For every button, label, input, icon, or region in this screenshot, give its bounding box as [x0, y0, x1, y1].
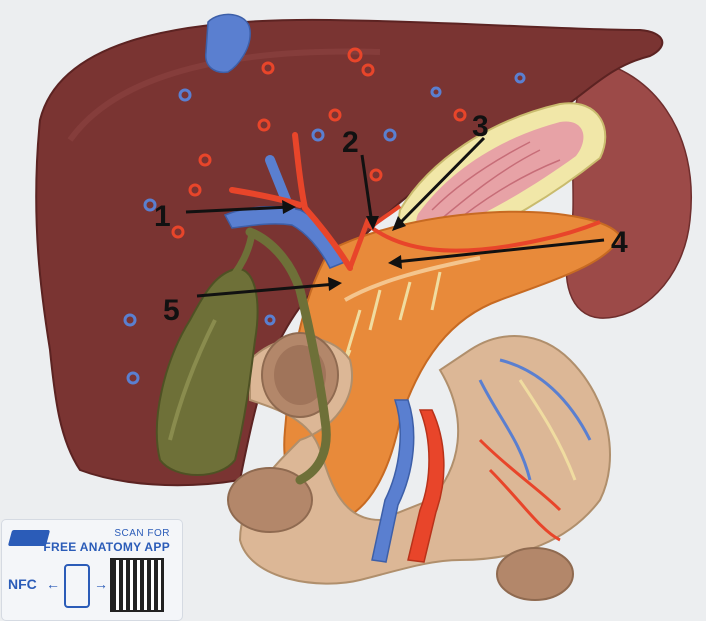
sticker-nfc-text: NFC	[8, 576, 37, 592]
jejunum-lumen	[496, 547, 574, 601]
cystic-duct	[221, 228, 256, 289]
liver-vessel-dots	[123, 47, 526, 385]
sticker-app-text: FREE ANATOMY APP	[43, 540, 170, 554]
arrow-right-icon: →	[94, 576, 108, 592]
hepatic-artery	[229, 132, 371, 271]
callout-label-2: 2	[342, 126, 359, 159]
callout-label-4: 4	[611, 226, 628, 259]
sticker-scan-text: SCAN FOR	[114, 528, 170, 539]
liver-highlight	[67, 48, 381, 142]
gallbladder	[155, 267, 259, 476]
common-hepatic-artery	[366, 220, 601, 253]
qr-code-icon	[110, 558, 164, 612]
mesenteric-vessels	[478, 358, 592, 542]
app-sticker: SCAN FOR FREE ANATOMY APP NFC ← →	[2, 520, 182, 620]
arrow-left-icon: ←	[46, 576, 60, 592]
callout-label-1: 1	[154, 200, 171, 233]
common-bile-duct	[245, 227, 331, 485]
superior-mesenteric-vein	[371, 399, 415, 563]
duodenum-lumen-bottom	[227, 467, 313, 533]
superior-mesenteric-artery	[407, 409, 445, 563]
callout-label-5: 5	[163, 294, 180, 327]
gallbladder-highlight	[168, 319, 217, 441]
pancreatic-duct	[344, 256, 481, 302]
callout-label-3: 3	[472, 110, 489, 143]
leader-arrowheads	[282, 200, 406, 291]
inferior-vena-cava	[205, 13, 251, 74]
leader-lines	[185, 136, 605, 298]
phone-icon	[64, 564, 90, 608]
